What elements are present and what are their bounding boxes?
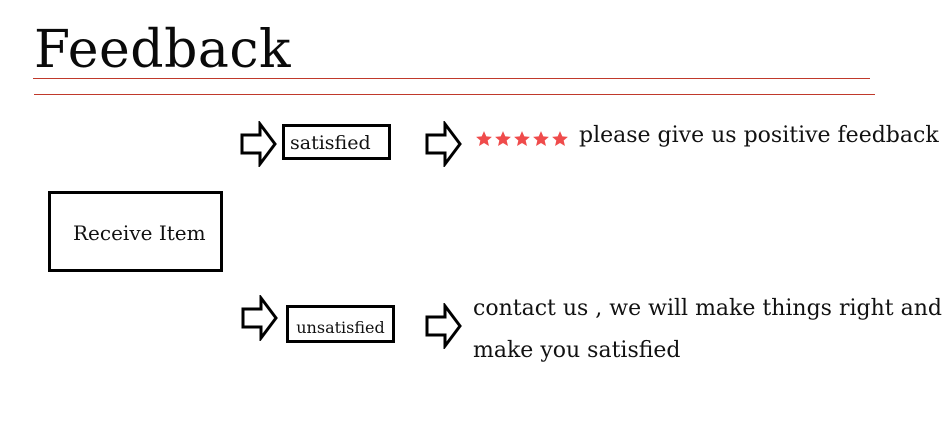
contact-us-text: contact us , we will make things right a… xyxy=(473,288,943,372)
contact-us-line-1: contact us , we will make things right a… xyxy=(473,296,942,321)
receive-item-label: Receive Item xyxy=(73,220,206,245)
page-title: Feedback xyxy=(34,20,291,80)
star-icon xyxy=(514,131,530,146)
contact-us-line-2: make you satisfied xyxy=(473,338,681,363)
unsatisfied-label: unsatisfied xyxy=(296,317,385,337)
satisfied-node: satisfied xyxy=(282,124,391,160)
unsatisfied-node: unsatisfied xyxy=(286,305,395,343)
star-icon xyxy=(533,131,549,146)
right-arrow-icon xyxy=(425,303,463,349)
star-icon xyxy=(476,131,492,146)
positive-feedback-text: please give us positive feedback xyxy=(579,123,939,148)
receive-item-node: Receive Item xyxy=(48,191,223,272)
star-icon xyxy=(495,131,511,146)
satisfied-label: satisfied xyxy=(290,132,371,154)
right-arrow-icon xyxy=(241,295,279,341)
right-arrow-icon xyxy=(240,121,278,167)
right-arrow-icon xyxy=(425,121,463,167)
star-icon xyxy=(552,131,568,146)
title-divider-top xyxy=(33,78,870,79)
title-divider-bottom xyxy=(34,94,875,95)
five-star-rating xyxy=(475,130,569,148)
